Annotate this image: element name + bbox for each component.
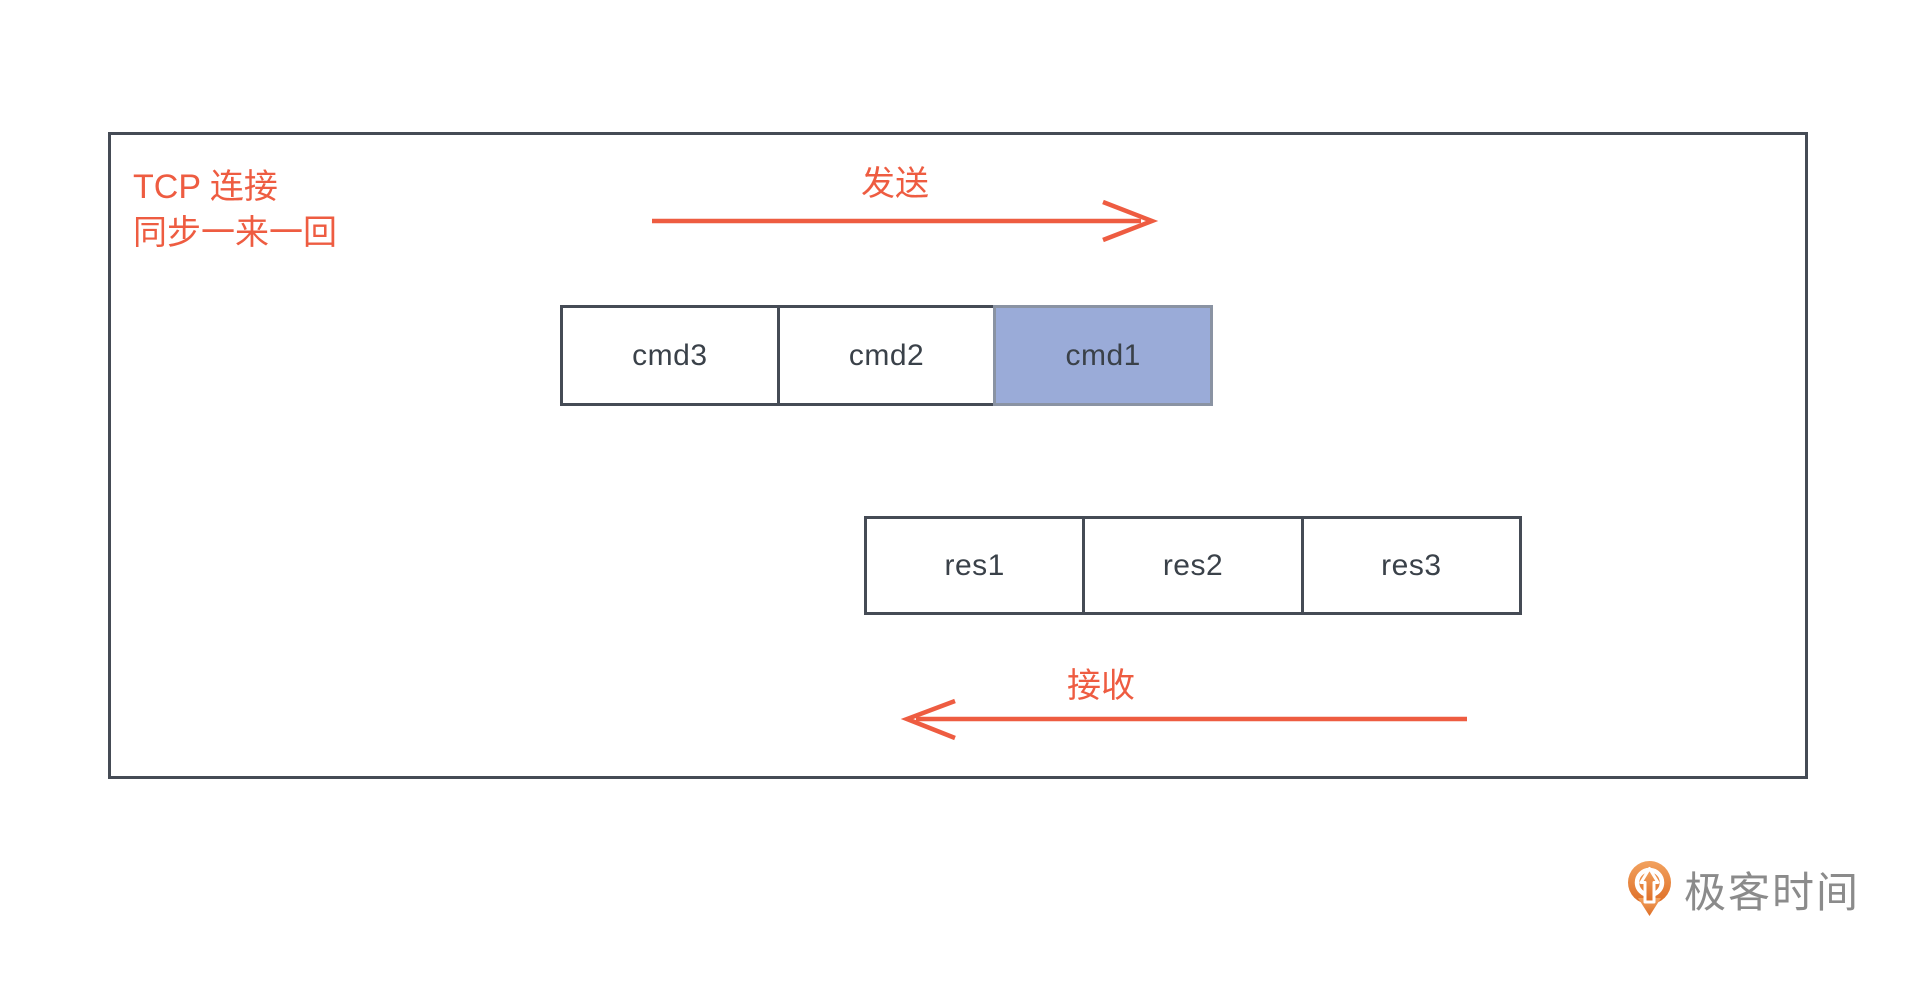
annotation-line-2: 同步一来一回 xyxy=(133,214,337,252)
cmd3-box: cmd3 xyxy=(560,305,780,406)
receive-arrow-label: 接收 xyxy=(1067,667,1135,705)
cmd1-box: cmd1 xyxy=(993,305,1214,406)
send-arrow-label: 发送 xyxy=(861,165,929,203)
receive-arrow xyxy=(900,698,1467,741)
tcp-connection-frame xyxy=(108,132,1808,779)
cmd2-box: cmd2 xyxy=(776,305,997,406)
annotation-line-1: TCP 连接 xyxy=(133,168,278,206)
res2-box: res2 xyxy=(1082,516,1304,615)
res2-label: res2 xyxy=(1162,548,1224,582)
res3-box: res3 xyxy=(1300,516,1522,615)
send-arrow xyxy=(652,199,1159,243)
res3-label: res3 xyxy=(1381,548,1442,582)
command-queue: cmd3 cmd2 cmd1 xyxy=(560,305,1214,406)
res1-label: res1 xyxy=(944,548,1005,582)
brand-logo: 极客时间 xyxy=(1626,860,1860,918)
cmd1-label: cmd1 xyxy=(1065,338,1141,372)
geektime-logo-icon xyxy=(1628,861,1671,916)
brand-name: 极客时间 xyxy=(1684,868,1861,916)
res1-box: res1 xyxy=(864,516,1086,615)
response-queue: res1 res2 res3 xyxy=(864,516,1522,615)
cmd3-label: cmd3 xyxy=(632,338,708,372)
cmd2-label: cmd2 xyxy=(848,338,925,372)
frame-annotation: TCP 连接 同步一来一回 xyxy=(133,164,337,256)
